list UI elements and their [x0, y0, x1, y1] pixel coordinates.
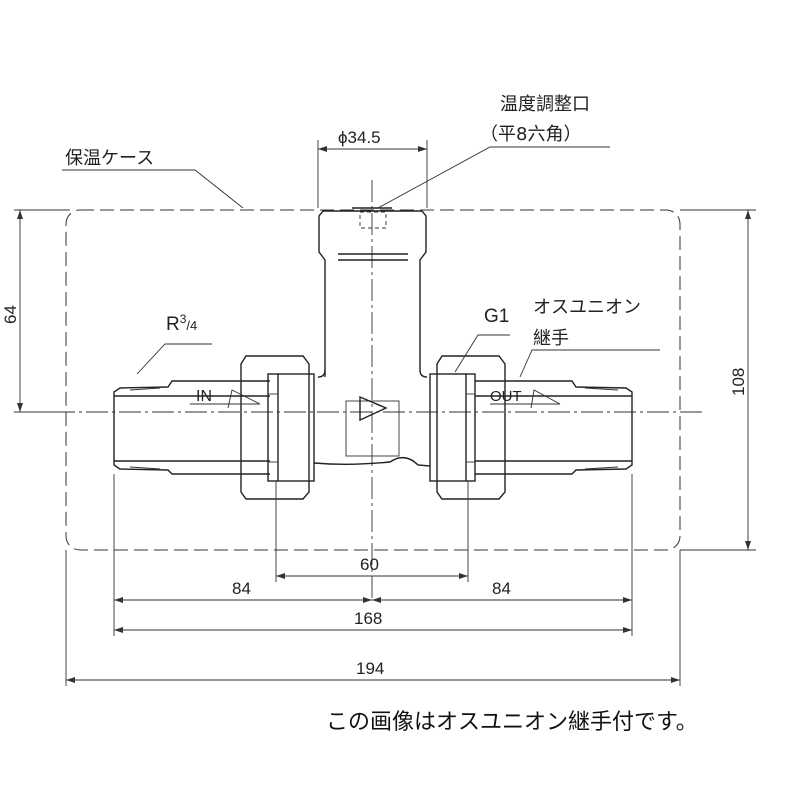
out-label: OUT [490, 388, 522, 405]
svg-text:64: 64 [1, 305, 20, 324]
inlet-thread-label: R3/4 [166, 312, 197, 335]
union-leader [519, 349, 660, 378]
hex-label: （平8六角） [480, 124, 581, 145]
inlet-thread-leader [136, 343, 212, 375]
outlet-pipe [475, 380, 633, 475]
valve-body-bottom [313, 457, 431, 467]
inlet-union-nut [240, 355, 315, 500]
dim-center-height: 64 [1, 209, 70, 413]
in-label: IN [196, 388, 212, 405]
dim-body-length: 168 [114, 609, 632, 633]
insulation-case-leader [62, 169, 244, 209]
insulation-case-outline [65, 209, 681, 551]
svg-text:84: 84 [492, 579, 511, 598]
inlet-pipe [113, 380, 270, 475]
dim-total-height: 108 [680, 209, 756, 551]
outlet-union-nut [429, 355, 506, 500]
in-marker [190, 389, 261, 409]
svg-text:194: 194 [356, 659, 384, 678]
outlet-thread-leader [454, 334, 510, 373]
svg-text:108: 108 [729, 368, 748, 396]
svg-text:168: 168 [354, 609, 382, 628]
union-label-line1: オスユニオン [533, 297, 641, 318]
dim-union-spacing: 60 [275, 481, 469, 582]
svg-text:84: 84 [232, 579, 251, 598]
outlet-thread-label: G1 [484, 306, 509, 327]
out-marker [490, 389, 561, 409]
dim-case-length: 194 [65, 550, 681, 686]
temp-port-leader [377, 146, 610, 209]
footer-note: この画像はオスユニオン継手付です。 [326, 710, 698, 735]
flow-direction-box [345, 400, 400, 457]
svg-text:60: 60 [360, 555, 379, 574]
insulation-case-label: 保温ケース [65, 148, 154, 169]
dim-half-lengths: 84 84 [113, 474, 633, 636]
svg-text:ϕ34.5: ϕ34.5 [338, 128, 381, 147]
temp-port-label: 温度調整口 [500, 94, 590, 115]
union-label-line2: 継手 [533, 328, 569, 349]
temperature-adjust-stem [317, 207, 428, 378]
flow-arrow-icon [359, 395, 388, 422]
dim-stem-diameter: ϕ34.5 [317, 128, 428, 208]
